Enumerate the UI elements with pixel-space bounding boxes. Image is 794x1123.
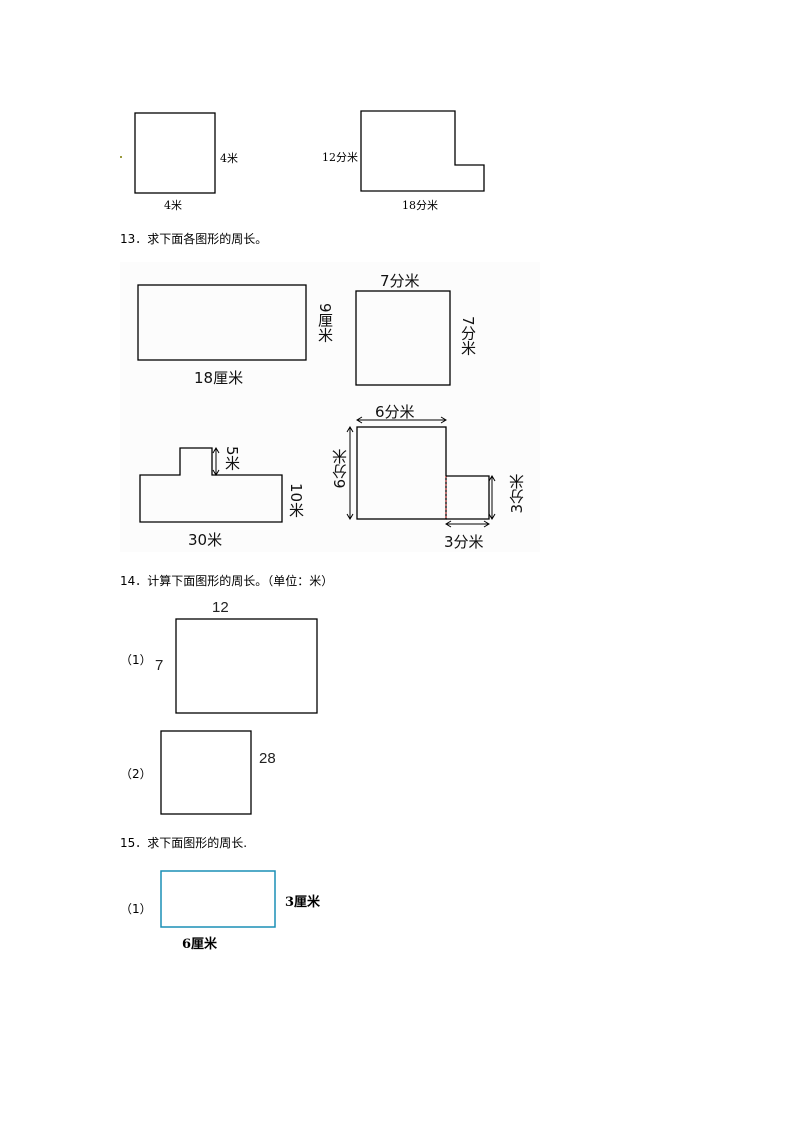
- q13-square-top-label: 7分米: [380, 272, 420, 290]
- tshape-notch-arrows: [212, 447, 220, 476]
- q13-rectangle: [137, 284, 307, 361]
- q15-item1-marker: （1）: [120, 902, 152, 916]
- q13-tshape-height-label: 10米: [287, 483, 305, 518]
- q14-item1-height-label: 7: [155, 657, 164, 674]
- q13-square-right-label: 7分米: [459, 316, 477, 356]
- stray-dot: [120, 156, 122, 158]
- q13-tshape-bottom-label: 30米: [188, 531, 223, 549]
- q13-combo-left-label: 6分米: [331, 449, 349, 489]
- q14-item2-side-label: 28: [259, 750, 276, 767]
- q15-rect-bottom-label: 6厘米: [182, 937, 218, 952]
- q14-rectangle: [175, 618, 318, 714]
- top-lshape: [360, 110, 485, 192]
- combo-bottom-arrows: [445, 520, 490, 528]
- top-square-right-label: 4米: [220, 152, 238, 165]
- q13-rect-height-label: 9厘米: [316, 303, 334, 343]
- top-square: [134, 112, 216, 194]
- q13-tshape-notch-label: 5米: [223, 446, 241, 471]
- q14-title: 14．计算下面图形的周长。（单位：米）: [120, 574, 334, 588]
- q14-item1-marker: （1）: [120, 653, 152, 667]
- q15-rectangle: [160, 870, 276, 928]
- q14-item2-marker: （2）: [120, 767, 152, 781]
- q14-square: [160, 730, 252, 815]
- q15-title: 15．求下面图形的周长.: [120, 836, 248, 850]
- q13-square: [355, 290, 451, 386]
- combo-left-arrows: [346, 426, 354, 520]
- q15-rect-right-label: 3厘米: [285, 895, 321, 910]
- q13-figure-background: [120, 262, 540, 552]
- q14-item1-width-label: 12: [212, 599, 229, 616]
- q13-combo-small-bottom-label: 3分米: [444, 533, 484, 551]
- q13-title: 13．求下面各图形的周长。: [120, 232, 268, 246]
- q13-combo-big-square: [356, 426, 447, 520]
- combo-top-arrows: [356, 416, 447, 424]
- top-square-bottom-label: 4米: [164, 199, 182, 212]
- top-lshape-bottom-label: 18分米: [402, 199, 438, 212]
- q13-rect-width-label: 18厘米: [194, 369, 244, 387]
- combo-right-arrows: [488, 475, 496, 520]
- q13-tshape: [139, 447, 283, 523]
- top-lshape-left-label: 12分米: [322, 151, 358, 164]
- q13-combo-small-right-label: 3分米: [508, 474, 526, 514]
- q13-combo-top-label: 6分米: [375, 403, 415, 421]
- q13-combo-small-square: [446, 475, 490, 520]
